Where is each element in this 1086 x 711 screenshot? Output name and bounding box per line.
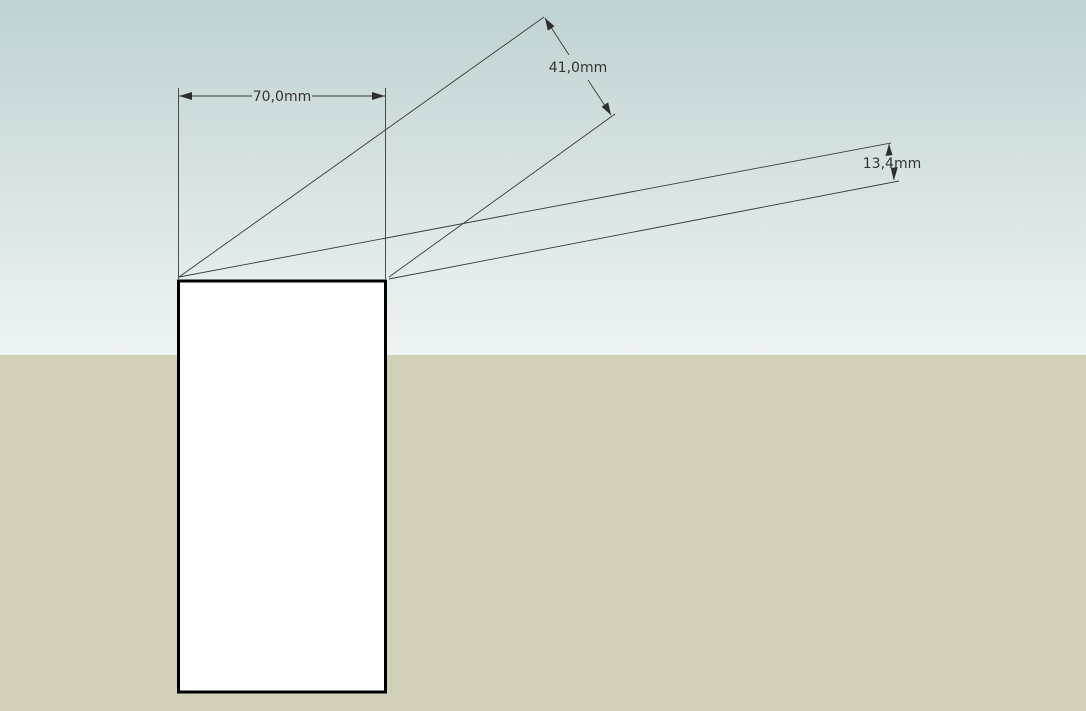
dimension-width[interactable]: 70,0mm bbox=[178, 88, 386, 279]
ground-plane bbox=[0, 355, 1086, 711]
dimension-diagonal[interactable]: 41,0mm bbox=[544, 17, 612, 116]
construction-line-lower-left[interactable] bbox=[178, 142, 892, 278]
construction-line-upper-left[interactable] bbox=[178, 16, 545, 278]
rectangular-block[interactable] bbox=[177, 279, 387, 694]
sky-background bbox=[0, 0, 1086, 355]
arrowhead-offset-bottom bbox=[890, 167, 898, 180]
dimension-width-label: 70,0mm bbox=[253, 89, 311, 105]
dimension-offset[interactable]: 13,4mm bbox=[863, 143, 921, 181]
arrowhead-left bbox=[179, 92, 192, 100]
arrowhead-diagonal-top bbox=[545, 18, 555, 31]
arrowhead-right bbox=[372, 92, 385, 100]
construction-line-upper-right[interactable] bbox=[388, 113, 616, 278]
dimension-offset-label: 13,4mm bbox=[863, 156, 921, 172]
arrowhead-diagonal-bottom bbox=[601, 102, 611, 115]
construction-lines bbox=[178, 16, 900, 280]
arrowhead-offset-top bbox=[885, 144, 893, 156]
construction-line-lower-right[interactable] bbox=[388, 180, 900, 280]
dimension-diagonal-label: 41,0mm bbox=[549, 60, 607, 76]
